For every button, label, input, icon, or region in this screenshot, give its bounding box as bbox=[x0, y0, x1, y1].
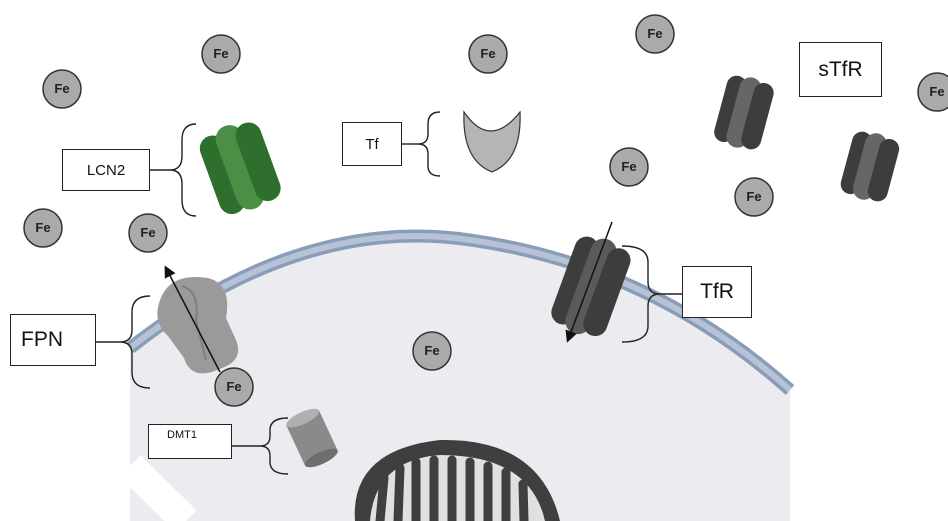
tfr-label: TfR bbox=[682, 266, 752, 318]
lcn2-protein bbox=[199, 122, 281, 215]
fe-atom: Fe bbox=[468, 34, 508, 74]
mitochondrion bbox=[354, 439, 560, 521]
dmt1-label: DMT1 bbox=[148, 424, 232, 459]
dmt1-protein bbox=[286, 408, 338, 468]
svg-text:Fe: Fe bbox=[929, 84, 944, 99]
svg-text:Fe: Fe bbox=[746, 189, 761, 204]
lcn2-bracket bbox=[169, 123, 197, 217]
fe-atom: Fe bbox=[201, 34, 241, 74]
stfr-protein-2 bbox=[840, 131, 900, 202]
stfr-protein-1 bbox=[714, 75, 774, 150]
tfr-protein bbox=[551, 236, 631, 337]
svg-text:Fe: Fe bbox=[647, 26, 662, 41]
connectors bbox=[96, 143, 682, 447]
fe-atom: Fe bbox=[42, 69, 82, 109]
svg-text:Fe: Fe bbox=[35, 220, 50, 235]
svg-text:Fe: Fe bbox=[213, 46, 228, 61]
fe-atom: Fe bbox=[214, 367, 254, 407]
fe-atom: Fe bbox=[609, 147, 649, 187]
cytoplasm-edge bbox=[119, 455, 197, 521]
fe-atom: Fe bbox=[128, 213, 168, 253]
fe-atom: Fe bbox=[734, 177, 774, 217]
tf-protein bbox=[463, 110, 521, 173]
fe-atom: Fe bbox=[635, 14, 675, 54]
fpn-export-arrow bbox=[164, 265, 221, 373]
tfr-import-arrow bbox=[565, 221, 613, 343]
tf-label: Tf bbox=[342, 122, 402, 166]
fe-atom: Fe bbox=[412, 331, 452, 371]
lcn2-label: LCN2 bbox=[62, 149, 150, 191]
fe-atom: Fe bbox=[917, 72, 948, 112]
fpn-label: FPN bbox=[10, 314, 96, 366]
fpn-protein bbox=[157, 276, 239, 374]
svg-text:Fe: Fe bbox=[480, 46, 495, 61]
svg-text:Fe: Fe bbox=[621, 159, 636, 174]
cell bbox=[119, 229, 795, 521]
svg-text:Fe: Fe bbox=[140, 225, 155, 240]
cytoplasm bbox=[130, 236, 790, 521]
svg-text:Fe: Fe bbox=[424, 343, 439, 358]
tf-bracket bbox=[417, 111, 441, 177]
svg-text:Fe: Fe bbox=[226, 379, 241, 394]
svg-text:Fe: Fe bbox=[54, 81, 69, 96]
fe-atom: Fe bbox=[23, 208, 63, 248]
cell-membrane-inner bbox=[128, 233, 792, 393]
stfr-label: sTfR bbox=[799, 42, 882, 97]
